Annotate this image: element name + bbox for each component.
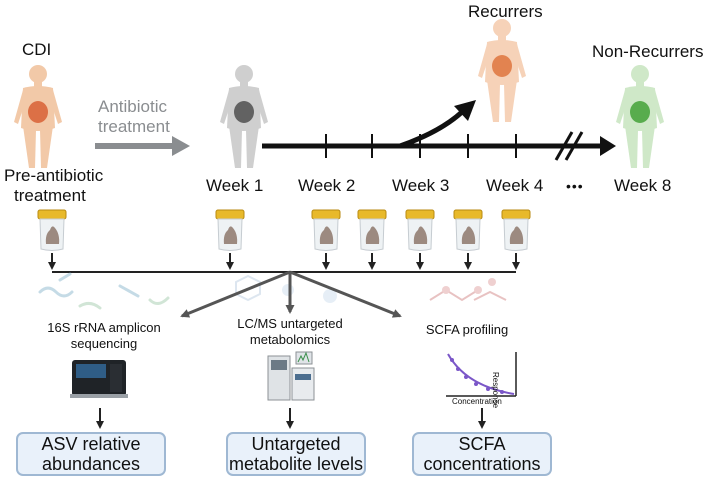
sample-jar	[405, 209, 435, 251]
output-scfa-line2: concentrations	[423, 454, 541, 474]
output-arrows	[96, 408, 486, 429]
microbe-decorations	[38, 272, 170, 310]
method-lcms-line2: metabolomics	[249, 332, 331, 347]
collection-connectors	[48, 253, 520, 273]
timeline-arrow	[262, 100, 616, 161]
sample-jar	[215, 209, 245, 251]
recurrers-label: Recurrers	[468, 2, 543, 21]
antibiotic-arrow	[95, 136, 190, 156]
week-label: Week 3	[392, 176, 450, 195]
method-lcms-line1: LC/MS untargeted	[237, 316, 343, 331]
week-label: Week 1	[206, 176, 264, 195]
sequencer-instrument	[70, 360, 128, 398]
plot-y-label: Response	[491, 372, 500, 409]
output-scfa-box: SCFA concentrations	[412, 432, 552, 476]
output-asv-line1: ASV relative	[41, 434, 141, 454]
plot-x-label: Concentration	[452, 397, 502, 406]
cdi-patient-figure	[14, 65, 62, 168]
week-label: Week 8	[614, 176, 672, 195]
recurrer-figure	[478, 19, 526, 122]
ellipsis: •••	[566, 178, 584, 194]
standard-curve-plot	[446, 352, 517, 397]
pre-antibiotic-label-line1: Pre-antibiotic	[4, 166, 104, 185]
sample-jar	[357, 209, 387, 251]
cdi-label: CDI	[22, 40, 52, 59]
week-label: Week 4	[486, 176, 544, 195]
method-amplicon-line1: 16S rRNA amplicon	[47, 320, 161, 335]
molecule-decorations	[235, 274, 337, 303]
output-asv-box: ASV relative abundances	[16, 432, 166, 476]
output-metab-line2: metabolite levels	[228, 454, 364, 474]
method-amplicon-line2: sequencing	[70, 336, 138, 351]
scfa-molecule	[429, 278, 507, 302]
sample-jar	[311, 209, 341, 251]
pre-antibiotic-label-line2: treatment	[14, 186, 86, 205]
treated-patient-figure	[220, 65, 268, 168]
standard-curve	[447, 353, 515, 395]
non-recurrer-figure	[616, 65, 664, 168]
output-scfa-line1: SCFA	[458, 434, 506, 454]
antibiotic-label-line1: Antibiotic	[98, 97, 167, 116]
antibiotic-label-line2: treatment	[98, 117, 170, 136]
output-metabolite-box: Untargeted metabolite levels	[226, 432, 366, 476]
lcms-instrument	[267, 351, 315, 401]
sample-jar	[501, 209, 531, 251]
method-scfa: SCFA profiling	[425, 322, 509, 337]
sample-jar	[37, 209, 67, 251]
week-label: Week 2	[298, 176, 356, 195]
non-recurrers-label: Non-Recurrers	[592, 42, 704, 61]
sample-jar	[453, 209, 483, 251]
output-metab-line1: Untargeted	[251, 434, 341, 454]
sample-jars	[37, 209, 531, 251]
method-branch-arrows	[180, 270, 402, 318]
output-asv-line2: abundances	[41, 454, 141, 474]
